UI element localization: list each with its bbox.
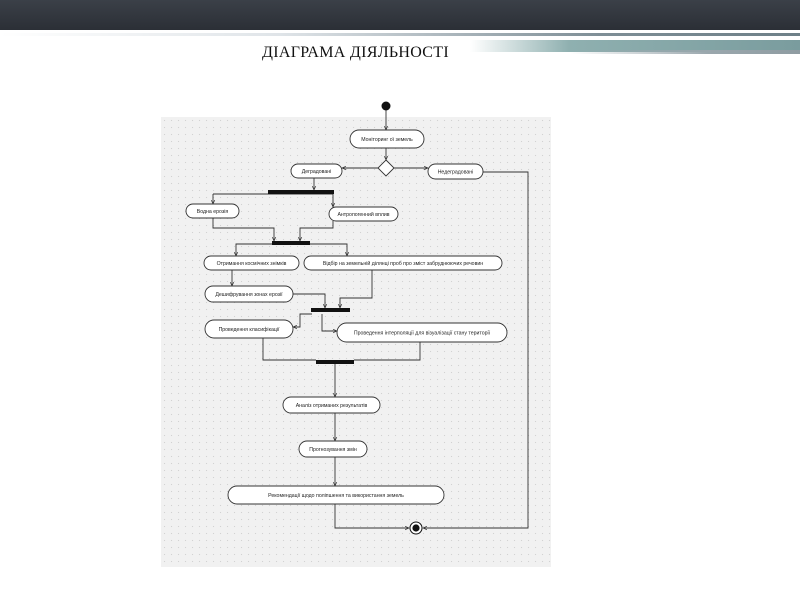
svg-text:Моніторинг ої земель: Моніторинг ої земель — [361, 137, 413, 143]
flow-fork-to-sampling — [310, 243, 347, 256]
decision-node — [377, 159, 395, 177]
flow-recommendations-to-end — [334, 504, 409, 528]
flow-deciphering-to-join — [290, 293, 325, 308]
activity-interpolation: Проведення інтерполяції для візуалізації… — [336, 322, 508, 343]
activity-classification: Проведення класифікації — [204, 319, 294, 339]
slide-decoration-line — [570, 50, 800, 54]
svg-text:Недеградовані: Недеградовані — [438, 170, 474, 176]
svg-text:Дешифрування зонах ерозії: Дешифрування зонах ерозії — [215, 292, 283, 298]
slide-top-line — [0, 33, 800, 36]
activity-analysis: Аналіз отриманих результатів — [282, 396, 381, 414]
flow-anthropogenic-to-join — [300, 221, 334, 241]
svg-text:Проведення інтерполяції для ві: Проведення інтерполяції для візуалізації… — [354, 331, 491, 337]
fork-bar-1 — [268, 190, 334, 194]
flow-fork-to-interpolation — [321, 314, 337, 331]
slide-decoration-stripe — [470, 40, 800, 52]
flow-fork-to-classification — [293, 313, 312, 327]
activity-recommendations: Рекомендації щодо поліпшення та використ… — [227, 485, 445, 505]
activity-water-erosion: Водна ерозія — [185, 203, 240, 219]
end-node — [412, 524, 420, 532]
flow-sampling-to-join — [340, 270, 373, 308]
fork-bar-3 — [311, 308, 350, 312]
svg-text:Відбір на земельній ділянці пр: Відбір на земельній ділянці проб про змі… — [323, 260, 483, 267]
activity-degraded: Деградовані — [290, 163, 343, 179]
slide-title: ДІАГРАМА ДІЯЛЬНОСТІ — [262, 44, 449, 61]
svg-text:Деградовані: Деградовані — [302, 169, 332, 175]
activity-erosion-deciphering: Дешифрування зонах ерозії — [204, 285, 294, 303]
start-node — [381, 101, 391, 111]
svg-text:Водна ерозія: Водна ерозія — [197, 209, 229, 215]
flow-classification-to-join — [262, 338, 316, 361]
svg-text:Прогнозування змін: Прогнозування змін — [309, 447, 357, 453]
svg-text:Рекомендації щодо поліпшення т: Рекомендації щодо поліпшення та використ… — [268, 493, 404, 499]
activity-nondegraded: Недеградовані — [427, 163, 484, 180]
slide-top-bar — [0, 0, 800, 30]
svg-text:Отримання космічних знімків: Отримання космічних знімків — [217, 261, 287, 267]
activity-satellite-images: Отримання космічних знімків — [203, 255, 300, 271]
activity-monitoring: Моніторинг ої земель — [349, 129, 425, 149]
svg-text:Проведення класифікації: Проведення класифікації — [219, 327, 280, 333]
svg-text:Антропогенний вплив: Антропогенний вплив — [337, 211, 389, 218]
flow-fork-to-satellite — [236, 243, 272, 256]
flow-nondegraded-to-end — [423, 171, 529, 528]
flow-water-erosion-to-join — [212, 218, 274, 241]
svg-text:Аналіз отриманих результатів: Аналіз отриманих результатів — [296, 403, 368, 409]
activity-anthropogenic: Антропогенний вплив — [328, 206, 399, 222]
join-bar-4 — [316, 360, 354, 364]
activity-forecasting: Прогнозування змін — [298, 440, 368, 458]
fork-bar-2 — [272, 241, 310, 245]
activity-soil-sampling: Відбір на земельній ділянці проб про змі… — [303, 255, 503, 271]
flow-interpolation-to-join — [354, 342, 421, 361]
